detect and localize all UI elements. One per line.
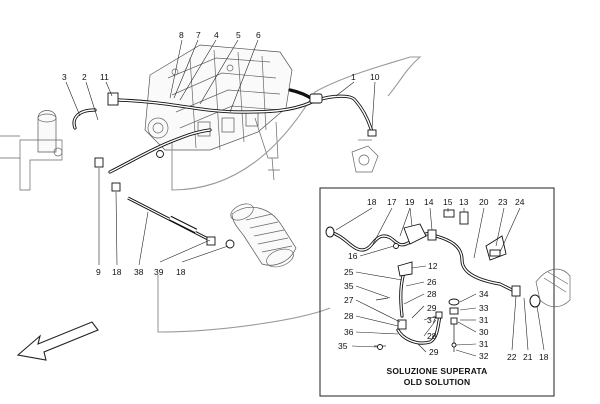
hose-main: [72, 88, 374, 174]
left-reservoir: [0, 110, 63, 191]
callout-39: 39: [154, 267, 164, 277]
callout-21: 21: [523, 352, 533, 362]
callout-11: 11: [100, 72, 109, 82]
inset-frame: [319, 187, 555, 397]
callout-30: 30: [479, 327, 489, 337]
callout-24: 24: [515, 197, 525, 207]
callout-34: 34: [479, 289, 489, 299]
callout-35: 35: [344, 281, 354, 291]
pipe-38: [127, 196, 235, 249]
inset-parts: [325, 209, 571, 352]
callout-18: 18: [176, 267, 186, 277]
callout-14: 14: [424, 197, 434, 207]
callout-29: 29: [429, 347, 439, 357]
callout-31: 31: [479, 315, 489, 325]
direction-arrow: [16, 321, 99, 361]
callout-28: 28: [344, 311, 354, 321]
callout-25: 25: [344, 267, 354, 277]
inset-title-italian: SOLUZIONE SUPERATA: [386, 366, 487, 376]
callout-6: 6: [256, 30, 261, 40]
ghost-outline-lower: [157, 275, 331, 333]
intake-manifold-drawing: [144, 44, 293, 181]
throttle-fitting: [351, 139, 379, 173]
callout-7: 7: [196, 30, 201, 40]
hose-fittings: [107, 92, 377, 158]
callout-4: 4: [214, 30, 219, 40]
callout-31: 31: [479, 339, 489, 349]
callout-28: 28: [427, 289, 437, 299]
callout-13: 13: [459, 197, 469, 207]
callout-8: 8: [179, 30, 184, 40]
inset-title-english: OLD SOLUTION: [404, 377, 471, 387]
callout-10: 10: [370, 72, 380, 82]
ghost-outline-upper: [171, 56, 422, 191]
callout-20: 20: [479, 197, 489, 207]
callout-15: 15: [443, 197, 453, 207]
callout-37: 37: [427, 315, 437, 325]
callout-1: 1: [351, 72, 356, 82]
callout-labels: 8 7 4 5 6 3 2 11 1 10 9 18 38 39 18 18 1…: [62, 30, 549, 362]
callout-27: 27: [344, 295, 354, 305]
callout-26: 26: [427, 277, 437, 287]
callout-3: 3: [62, 72, 67, 82]
callout-18: 18: [112, 267, 122, 277]
callout-18: 18: [367, 197, 377, 207]
callout-32: 32: [479, 351, 489, 361]
callout-16: 16: [348, 251, 358, 261]
callout-2: 2: [82, 72, 87, 82]
callout-23: 23: [498, 197, 508, 207]
callout-29: 29: [427, 303, 437, 313]
callout-18: 18: [539, 352, 549, 362]
air-duct-hose: [230, 203, 297, 268]
callout-33: 33: [479, 303, 489, 313]
callout-12: 12: [428, 261, 438, 271]
callout-19: 19: [405, 197, 415, 207]
callout-5: 5: [236, 30, 241, 40]
callout-9: 9: [96, 267, 101, 277]
leader-lines: [65, 39, 545, 357]
callout-17: 17: [387, 197, 397, 207]
callout-36: 36: [344, 327, 354, 337]
callout-22: 22: [507, 352, 517, 362]
callout-28: 28: [427, 331, 437, 341]
callout-35: 35: [338, 341, 348, 351]
callout-38: 38: [134, 267, 144, 277]
clamps-left: [94, 157, 121, 192]
